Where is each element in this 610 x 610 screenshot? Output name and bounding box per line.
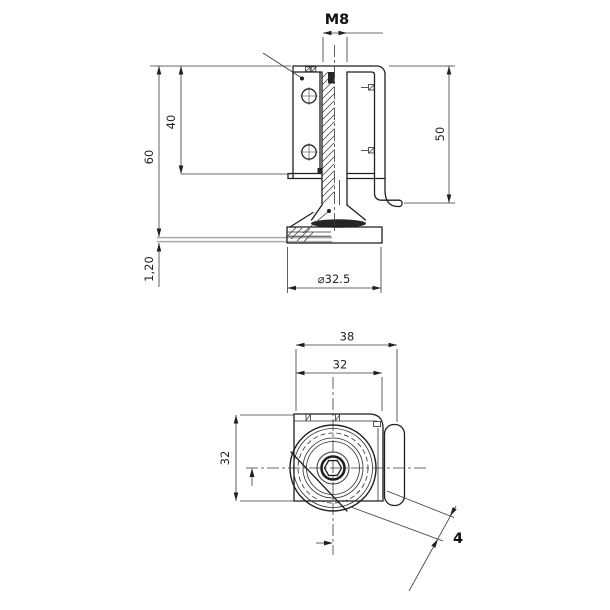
dimension-4: 4	[350, 490, 463, 592]
plan-centerlines	[246, 377, 428, 555]
dimension-40: 40	[150, 65, 291, 175]
dim-label-thickness: 1,20	[142, 256, 156, 282]
dimension-38: 38	[295, 330, 398, 422]
mounting-holes	[300, 87, 318, 161]
dim-label-38: 38	[340, 330, 355, 344]
dimension-32-horizontal: 32	[296, 358, 383, 411]
bracket-outline	[287, 65, 403, 208]
panel-strip	[157, 236, 332, 243]
dimension-50: 50	[389, 65, 455, 204]
dimension-32-vertical: 32	[218, 414, 294, 502]
dim-label-diameter: ⌀32.5	[318, 272, 351, 286]
side-view: M8 40 60 1,20	[142, 12, 455, 293]
plan-bracket-outline	[293, 413, 406, 507]
leader-lines	[262, 52, 331, 234]
threaded-rod	[310, 71, 367, 228]
dim-label-32-horizontal: 32	[333, 358, 348, 372]
dimension-m8: M8	[322, 12, 383, 232]
center-position-arrows	[249, 468, 333, 546]
dimension-diameter: ⌀32.5	[287, 247, 382, 293]
chamfer-edge	[290, 451, 348, 512]
foot-base	[286, 211, 383, 244]
dimension-60: 60	[142, 66, 162, 237]
dim-label-m8: M8	[325, 12, 350, 28]
dimension-1-20: 1,20	[142, 243, 162, 287]
plan-view: 38 32 32	[218, 330, 463, 592]
plan-channel-foot	[383, 423, 406, 507]
dim-label-50: 50	[433, 127, 447, 142]
dim-label-4: 4	[453, 531, 463, 547]
dim-label-32-vertical: 32	[218, 451, 232, 466]
dim-label-60: 60	[142, 150, 156, 165]
dim-label-40: 40	[164, 115, 178, 130]
